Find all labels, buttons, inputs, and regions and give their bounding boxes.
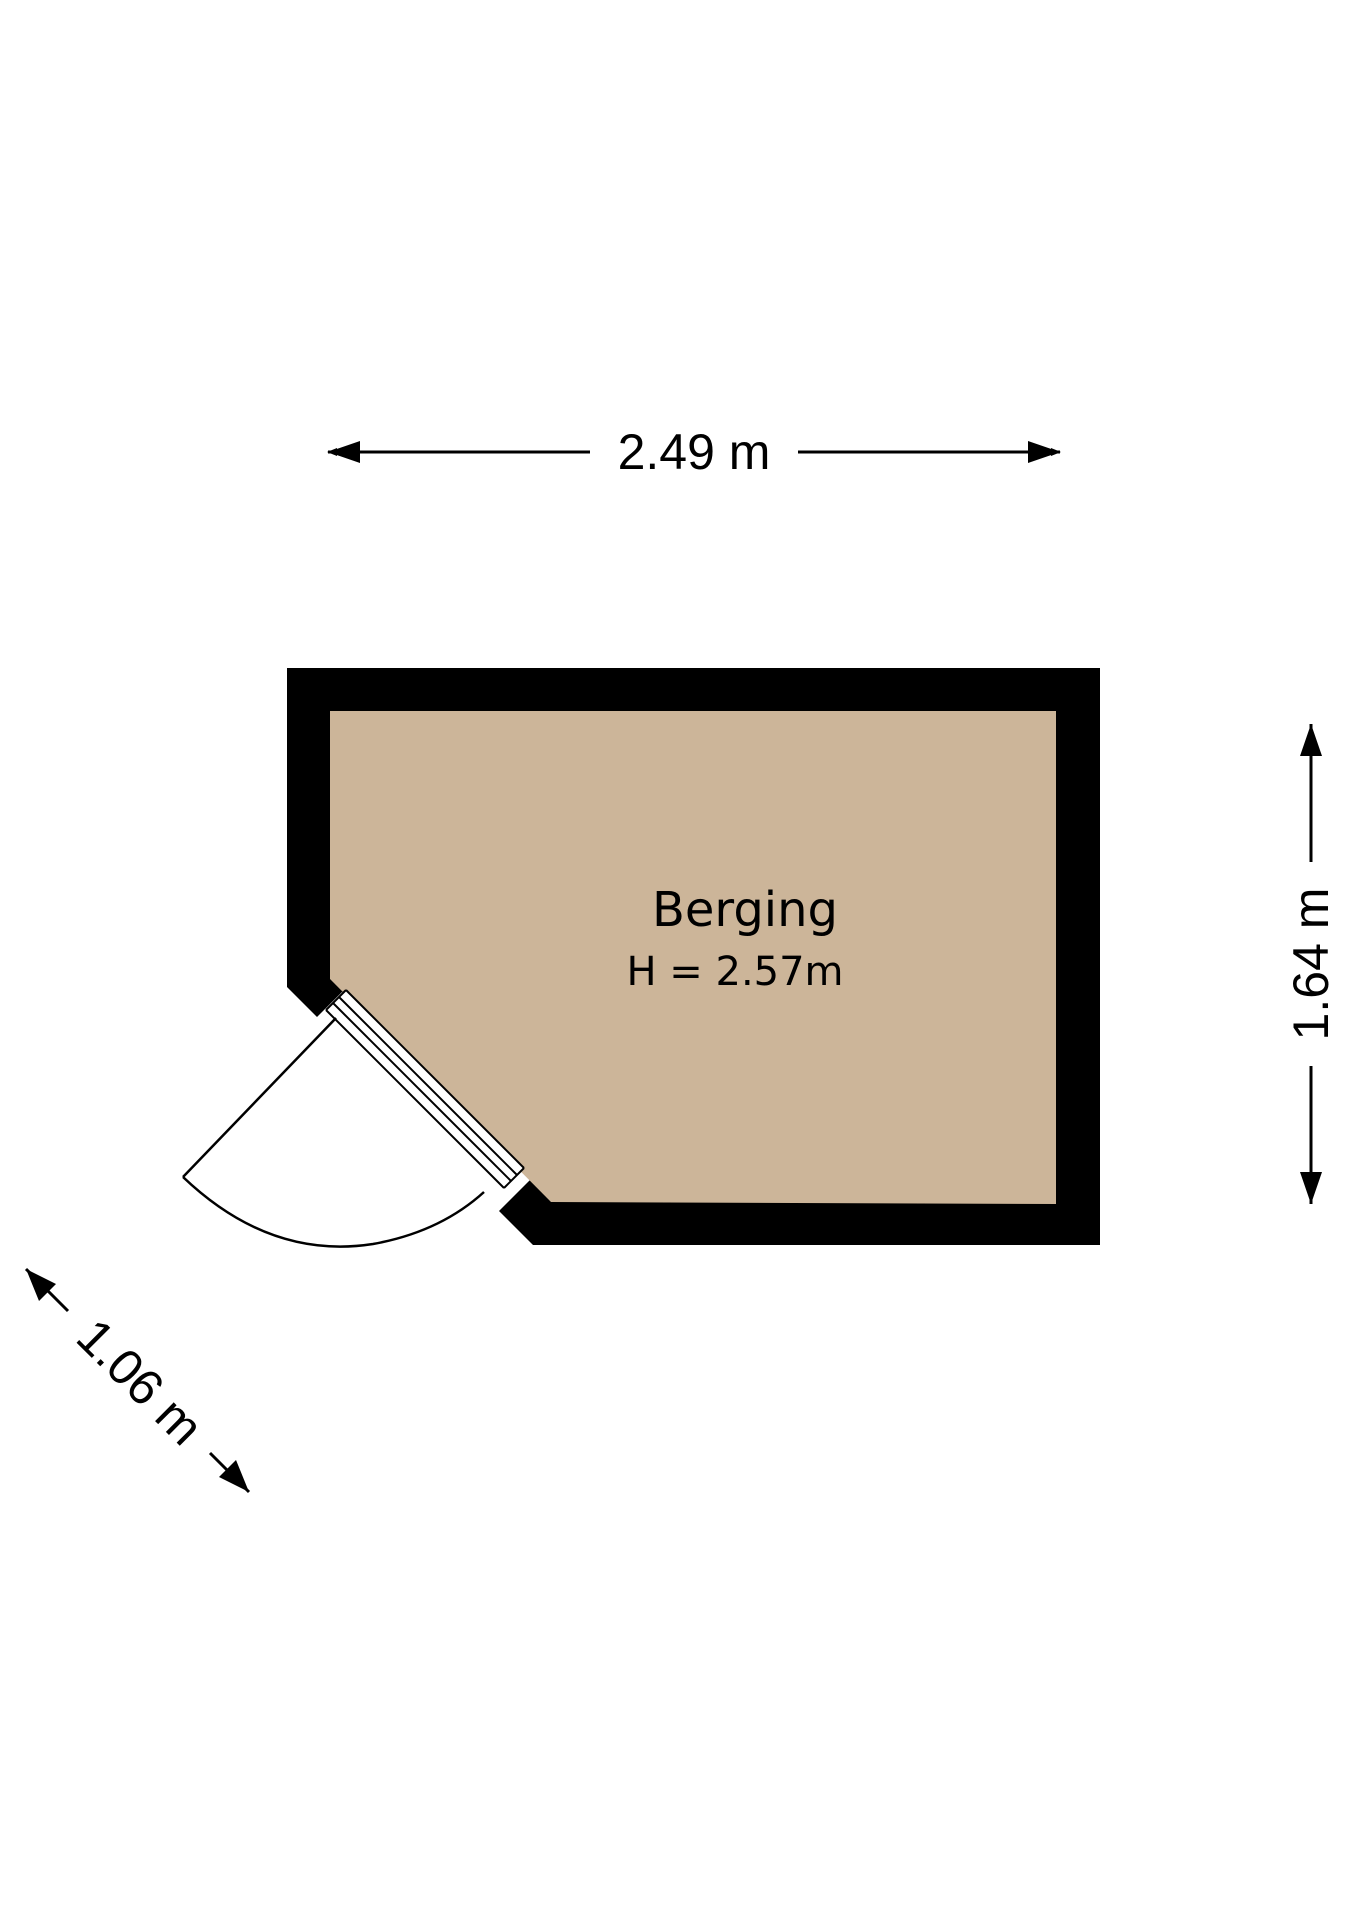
dimension-diagonal-label: 1.06 m: [66, 1308, 214, 1456]
dimension-diagonal: 1.06 m: [24, 1267, 251, 1494]
room-height: H = 2.57m: [626, 949, 843, 995]
room-floor: [330, 711, 1056, 1204]
dimension-width-label: 2.49 m: [618, 424, 771, 480]
door-frame: [325, 989, 525, 1189]
dimension-width: 2.49 m: [327, 424, 1061, 480]
dimension-depth: 1.64 m: [1283, 724, 1339, 1204]
room-name: Berging: [652, 882, 838, 938]
door-opening: [326, 990, 524, 1188]
door-swing: [182, 1017, 485, 1248]
dimension-depth-label: 1.64 m: [1283, 888, 1339, 1041]
